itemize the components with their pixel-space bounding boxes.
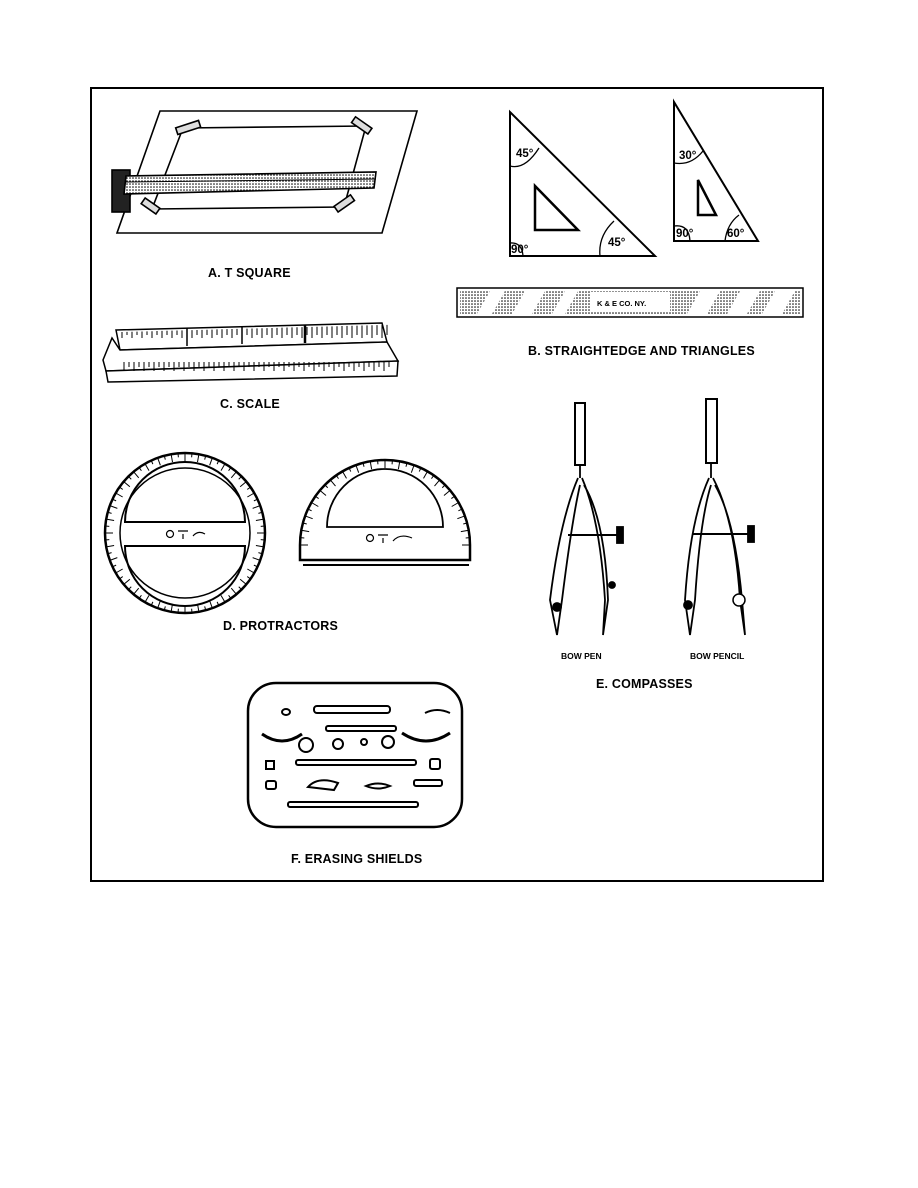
t-square-drawing [111, 110, 419, 234]
triangle-45-right-angle: 45° [608, 237, 626, 249]
triangle-30-60-drawing [673, 98, 760, 242]
triangle-30-60-right-angle: 60° [727, 228, 745, 240]
scale-drawing [102, 322, 400, 383]
caption-scale: C. SCALE [220, 397, 280, 411]
caption-erasing-shields: F. ERASING SHIELDS [291, 852, 423, 866]
protractor-full-circle-drawing [103, 451, 267, 615]
caption-t-square: A. T SQUARE [208, 266, 291, 280]
triangle-45-top-angle: 45° [516, 148, 534, 160]
triangle-30-60-top-angle: 30° [679, 150, 697, 162]
bow-pen-drawing [549, 402, 624, 636]
triangle-45-left-angle: 90° [511, 244, 529, 256]
bow-pencil-drawing [683, 398, 755, 636]
protractor-half-circle-drawing [298, 458, 472, 566]
bow-pen-label: BOW PEN [561, 651, 602, 661]
caption-protractors: D. PROTRACTORS [223, 619, 339, 633]
figure-frame [90, 87, 824, 882]
tape-corner-tl [174, 119, 202, 136]
triangle-30-60-left-angle: 90° [676, 228, 694, 240]
tape-corner-tr [350, 115, 374, 136]
caption-straightedge-triangles: B. STRAIGHTEDGE AND TRIANGLES [528, 344, 755, 358]
erasing-shield-drawing [246, 681, 464, 829]
caption-compasses: E. COMPASSES [596, 677, 693, 691]
tape-corner-br [332, 193, 356, 214]
straightedge-drawing [456, 287, 804, 318]
tape-corner-bl [140, 196, 162, 216]
bow-pencil-label: BOW PENCIL [690, 651, 744, 661]
straightedge-maker-label: K & E CO. NY. [597, 299, 646, 308]
triangle-45-drawing [509, 109, 658, 257]
t-square-blade [123, 171, 377, 195]
